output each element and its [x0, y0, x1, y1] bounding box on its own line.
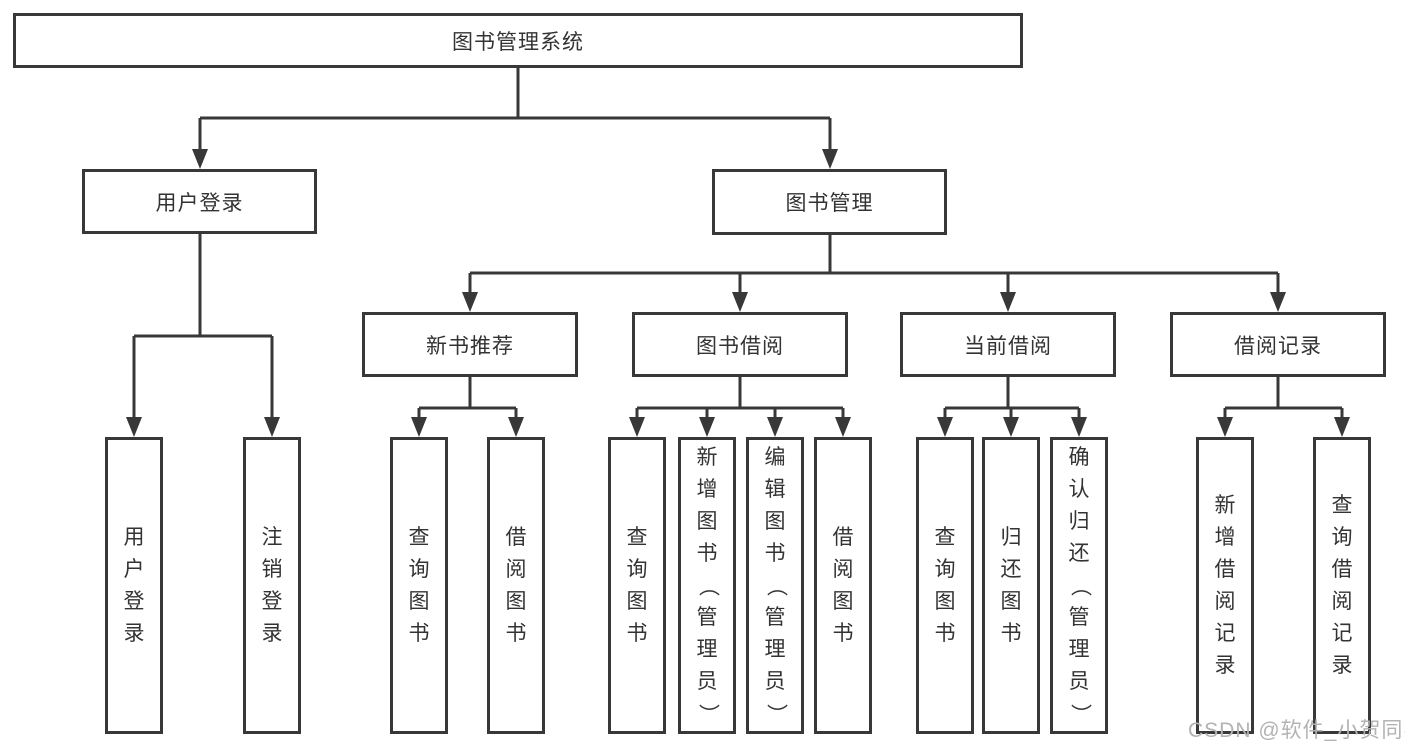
leaf-recommend-query-books: 查询图书	[390, 437, 448, 734]
vertical-char: 用	[123, 525, 145, 549]
vertical-char: 图	[408, 589, 430, 613]
vertical-char: 归	[1068, 509, 1090, 533]
vertical-char: 注	[261, 525, 283, 549]
vertical-char: 查	[934, 525, 956, 549]
node-label: 图书借阅	[696, 334, 784, 358]
vertical-char: ）	[764, 703, 787, 724]
leaf-query-borrow-record: 查询借阅记录	[1313, 437, 1371, 734]
vertical-char: 录	[1331, 653, 1353, 677]
vertical-char: 借	[1214, 557, 1236, 581]
vertical-char: 理	[696, 637, 718, 661]
vertical-char: （	[1068, 575, 1091, 596]
vertical-char: 借	[505, 525, 527, 549]
node-label: 图书管理系统	[452, 30, 584, 54]
vertical-char: 书	[832, 621, 854, 645]
vertical-char: 新	[696, 445, 718, 469]
vertical-char: 询	[626, 557, 648, 581]
vertical-char: 书	[696, 541, 718, 565]
vertical-char: 员	[696, 669, 718, 693]
vertical-char: 查	[1331, 493, 1353, 517]
vertical-char: 理	[764, 637, 786, 661]
leaf-add-borrow-record: 新增借阅记录	[1196, 437, 1254, 734]
node-current-borrowing: 当前借阅	[900, 312, 1116, 377]
vertical-char: 书	[626, 621, 648, 645]
node-label: 借阅记录	[1234, 334, 1322, 358]
vertical-char: 确	[1068, 445, 1090, 469]
vertical-char: 书	[934, 621, 956, 645]
leaf-edit-books-admin: 编辑图书 （ 管理员 ）	[746, 437, 804, 734]
vertical-char: 阅	[1214, 589, 1236, 613]
vertical-char: ）	[1068, 703, 1091, 724]
node-borrowing-records: 借阅记录	[1170, 312, 1386, 377]
vertical-char: 阅	[1331, 589, 1353, 613]
vertical-char: 阅	[832, 557, 854, 581]
vertical-char: 询	[408, 557, 430, 581]
vertical-char: 管	[764, 605, 786, 629]
vertical-char: 员	[1068, 669, 1090, 693]
node-label: 图书管理	[785, 192, 874, 215]
vertical-char: 还	[1000, 557, 1022, 581]
vertical-char: 书	[1000, 621, 1022, 645]
leaf-add-books-admin: 新增图书 （ 管理员 ）	[678, 437, 736, 734]
vertical-char: 书	[764, 541, 786, 565]
leaf-confirm-return-admin: 确认归还 （ 管理员 ）	[1050, 437, 1108, 734]
vertical-char: 户	[123, 557, 145, 581]
vertical-char: 管	[696, 605, 718, 629]
vertical-char: （	[696, 575, 719, 596]
vertical-char: 增	[696, 477, 718, 501]
csdn-watermark: CSDN @软件_小贺同学	[1188, 719, 1405, 742]
vertical-char: （	[764, 575, 787, 596]
vertical-char: 员	[764, 669, 786, 693]
vertical-char: 管	[1068, 605, 1090, 629]
node-label: 当前借阅	[964, 334, 1052, 358]
leaf-borrow-query-books: 查询图书	[608, 437, 666, 734]
vertical-char: 增	[1214, 525, 1236, 549]
vertical-char: 理	[1068, 637, 1090, 661]
node-book-borrowing: 图书借阅	[632, 312, 848, 377]
node-label: 新书推荐	[426, 334, 514, 358]
vertical-char: 借	[1331, 557, 1353, 581]
vertical-char: 图	[764, 509, 786, 533]
vertical-char: 销	[261, 557, 283, 581]
leaf-return-books: 归还图书	[982, 437, 1040, 734]
node-user-login: 用户登录	[82, 169, 317, 234]
vertical-char: 新	[1214, 493, 1236, 517]
vertical-char: 询	[1331, 525, 1353, 549]
vertical-char: 录	[123, 621, 145, 645]
vertical-char: 录	[1214, 653, 1236, 677]
vertical-char: 辑	[764, 477, 786, 501]
vertical-char: 查	[626, 525, 648, 549]
vertical-char: 录	[261, 621, 283, 645]
vertical-char: ）	[696, 703, 719, 724]
vertical-char: 编	[764, 445, 786, 469]
leaf-recommend-borrow-books: 借阅图书	[487, 437, 545, 734]
vertical-char: 记	[1214, 621, 1236, 645]
vertical-char: 图	[934, 589, 956, 613]
vertical-char: 阅	[505, 557, 527, 581]
node-label: 用户登录	[155, 191, 244, 215]
vertical-char: 图	[696, 509, 718, 533]
vertical-char: 书	[505, 621, 527, 645]
leaf-logout: 注销登录	[243, 437, 301, 734]
vertical-char: 记	[1331, 621, 1353, 645]
vertical-char: 登	[123, 589, 145, 613]
leaf-user-login: 用户登录	[105, 437, 163, 734]
leaf-borrow-books: 借阅图书	[814, 437, 872, 734]
vertical-char: 图	[1000, 589, 1022, 613]
vertical-char: 查	[408, 525, 430, 549]
vertical-char: 归	[1000, 525, 1022, 549]
vertical-char: 图	[626, 589, 648, 613]
vertical-char: 图	[832, 589, 854, 613]
node-new-book-recommendation: 新书推荐	[362, 312, 578, 377]
vertical-char: 借	[832, 525, 854, 549]
vertical-char: 认	[1068, 477, 1090, 501]
leaf-current-query-books: 查询图书	[916, 437, 974, 734]
vertical-char: 登	[261, 589, 283, 613]
vertical-char: 书	[408, 621, 430, 645]
node-library-management-system: 图书管理系统	[13, 13, 1023, 68]
vertical-char: 询	[934, 557, 956, 581]
vertical-char: 还	[1068, 541, 1090, 565]
node-book-management: 图书管理	[712, 169, 947, 235]
vertical-char: 图	[505, 589, 527, 613]
